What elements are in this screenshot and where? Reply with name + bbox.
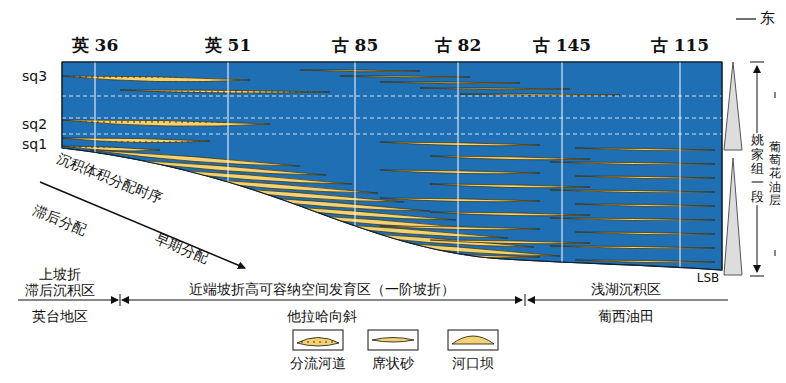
area-label: 英台地区 <box>32 308 88 324</box>
basin-outline <box>62 62 722 270</box>
well-name: 英 51 <box>205 36 252 56</box>
formation-label: 葡萄花油层 <box>769 141 781 207</box>
zone-label: 浅湖沉积区 <box>591 281 661 297</box>
sand-lens <box>575 260 715 263</box>
sand-lens <box>62 120 270 126</box>
legend-text: 席状砂 <box>372 355 414 371</box>
sand-lens <box>430 240 590 244</box>
process-label: 滞后分配 <box>31 202 89 238</box>
sand-lens <box>550 162 715 165</box>
sand-lens <box>575 176 715 179</box>
well-name: 英 36 <box>72 36 119 56</box>
formation-label: 姚家组一段 <box>751 133 764 204</box>
sand-lens <box>420 88 570 90</box>
sequence-label: sq3 <box>22 68 47 84</box>
sand-lens <box>430 156 590 160</box>
well-name: 古 82 <box>435 36 482 56</box>
sand-lens <box>575 204 715 207</box>
sand-lens <box>120 90 330 93</box>
well-name: 古 85 <box>332 36 379 56</box>
sand-lens <box>340 76 470 78</box>
sand-lens <box>550 218 715 221</box>
sand-lens <box>380 226 540 230</box>
sand-lens <box>575 232 715 235</box>
sand-lens <box>380 198 540 202</box>
sand-lens <box>300 70 420 72</box>
north-east-arrow <box>736 18 756 19</box>
sequence-label: sq2 <box>22 116 47 132</box>
sand-lens <box>62 76 250 82</box>
sand-lens <box>575 148 715 151</box>
legend-samples <box>293 330 498 350</box>
sand-lens <box>430 212 590 216</box>
well-name: 古 115 <box>651 36 709 56</box>
area-label: 葡西油田 <box>598 308 654 324</box>
surface-label: LSB <box>697 272 720 286</box>
zone-label: 滞后沉积区 <box>25 282 95 298</box>
direction-label: 东 <box>760 10 775 27</box>
sand-lens <box>430 184 590 188</box>
sand-lens <box>380 142 540 146</box>
lake-basin-fill <box>62 62 722 270</box>
legend-text: 分流河道 <box>290 355 346 371</box>
process-label: 早期分配 <box>153 230 211 266</box>
sand-lens <box>380 82 520 84</box>
sand-lens <box>380 170 540 174</box>
zone-label: 近端坡折高可容纳空间发育区（一阶坡折） <box>189 281 455 297</box>
zone-label: 上坡折 <box>39 266 81 282</box>
legend-text: 河口坝 <box>452 355 494 371</box>
well-name: 古 145 <box>533 36 591 56</box>
area-label: 他拉哈向斜 <box>287 308 357 324</box>
sand-lens <box>550 246 715 249</box>
sequence-boundaries <box>62 96 722 134</box>
sand-lens <box>550 190 715 193</box>
cycle-triangles <box>724 62 742 275</box>
sand-lens <box>62 138 210 143</box>
sequence-label: sq1 <box>22 136 47 152</box>
